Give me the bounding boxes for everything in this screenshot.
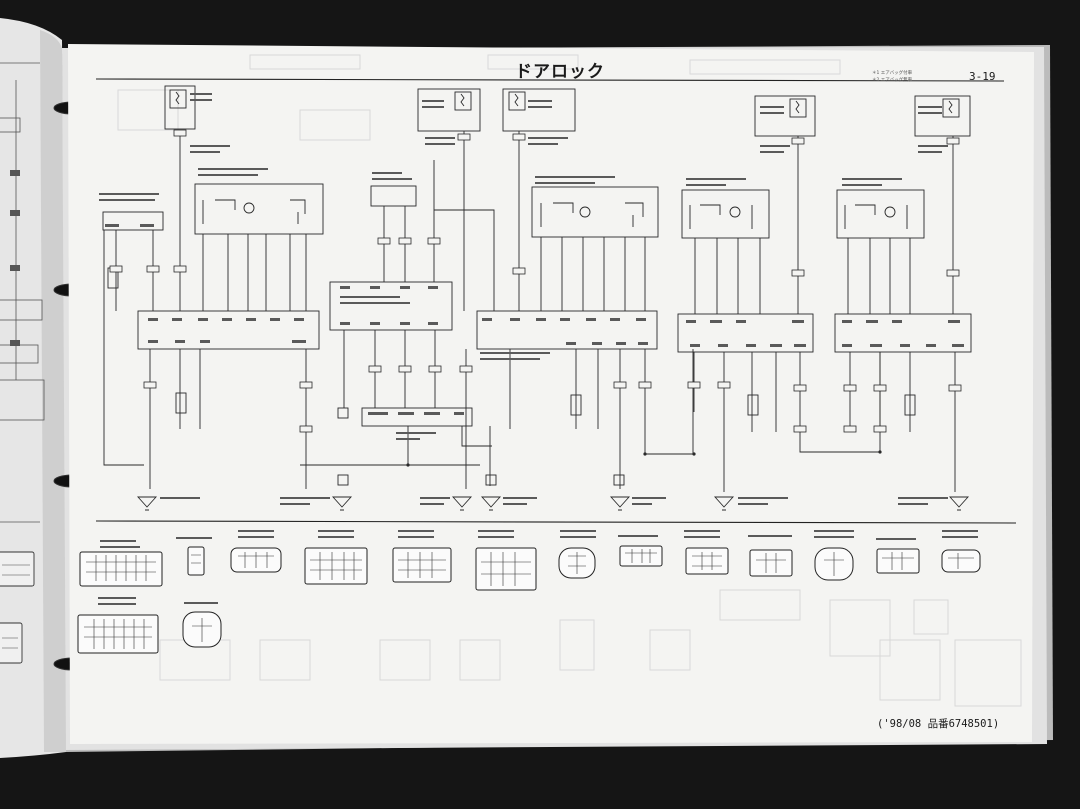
connector-tags <box>109 129 962 433</box>
ground-symbols <box>136 496 970 511</box>
page-number: 3-19 <box>969 70 996 83</box>
page-title: ドアロック <box>515 62 605 82</box>
legend-line-no-airbag: ＊2 エアバッグ無車 <box>872 78 913 83</box>
legend-line-airbag: ＊1 エアバッグ付車 <box>872 71 913 76</box>
left-page <box>0 18 66 758</box>
connector-pin-grids <box>84 549 974 649</box>
footer-part-number: ('98/08 品番6748501) <box>877 718 1000 730</box>
fine-print-marks <box>98 93 978 605</box>
fuse-boxes <box>164 85 971 137</box>
